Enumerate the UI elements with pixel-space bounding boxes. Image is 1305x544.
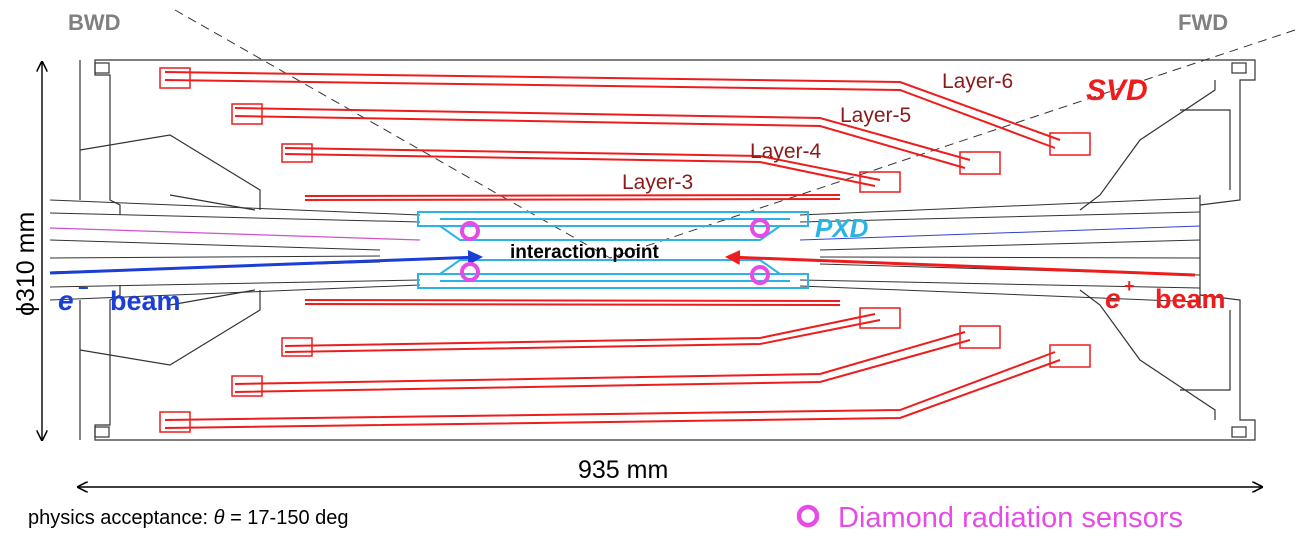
positron-beam-label: beam (1155, 284, 1226, 314)
support-structure (79, 59, 1256, 441)
blue-trace (799, 225, 1201, 241)
acceptance-value: = 17-150 deg (225, 507, 349, 529)
positron-beam-arrow (725, 249, 1196, 277)
diamond-sensor (460, 221, 480, 241)
layer-3-label: Layer-3 (622, 171, 693, 194)
acceptance-text: physics acceptance: θ = 17-150 deg (28, 507, 349, 529)
length-label: 935 mm (578, 456, 668, 484)
acceptance-theta: θ (214, 507, 225, 529)
legend-sensors-label: Diamond radiation sensors (838, 502, 1183, 534)
pxd-label: PXD (815, 213, 869, 243)
diameter-label: ϕ310 mm (12, 212, 40, 316)
fwd-label: FWD (1178, 10, 1228, 35)
diamond-sensor (750, 265, 770, 285)
positron-symbol: e (1105, 283, 1121, 314)
layer-4-label: Layer-4 (750, 140, 822, 163)
magenta-trace (49, 227, 421, 241)
diamond-sensors (460, 218, 770, 285)
layer-5-label: Layer-5 (840, 104, 911, 127)
layer-6-label: Layer-6 (942, 70, 1013, 93)
electron-symbol: e (58, 285, 74, 316)
electron-beam-arrow (49, 249, 483, 275)
positron-charge-sign: + (1124, 276, 1135, 296)
bwd-label: BWD (68, 10, 121, 35)
diamond-sensor (460, 262, 480, 282)
acceptance-prefix: physics acceptance: (28, 507, 214, 529)
legend-sensor-icon (796, 504, 820, 528)
acceptance-lines (174, 9, 1296, 259)
svd-end-blocks (159, 67, 1091, 433)
electron-beam-label: beam (110, 286, 181, 316)
electron-charge-sign: − (78, 278, 89, 298)
svd-label: SVD (1086, 74, 1148, 107)
svd-ladders (164, 71, 1061, 429)
pxd-detector (417, 211, 809, 289)
interaction-point-label: interaction point (510, 242, 660, 263)
diamond-sensor (750, 218, 770, 238)
